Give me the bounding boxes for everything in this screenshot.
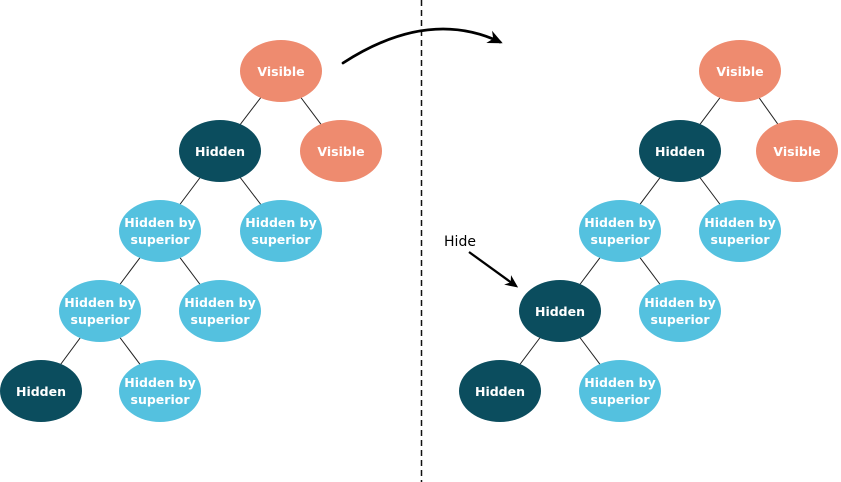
tree-node-label: Hidden by (644, 295, 715, 310)
hide-label: Hide (444, 234, 476, 250)
tree-node-label: Hidden (535, 304, 585, 319)
hide-arrow (468, 251, 519, 288)
tree-node-hidden-by-superior: Hidden by superior (240, 200, 322, 262)
tree-node-ellipse (179, 120, 261, 182)
tree-node-label: superior (71, 312, 131, 327)
tree-node-label: Hidden by (64, 295, 135, 310)
tree-node-ellipse (579, 200, 661, 262)
tree-node-ellipse (300, 120, 382, 182)
tree-node-ellipse (179, 280, 261, 342)
tree-node-label: Visible (773, 144, 820, 159)
tree-node-hidden-by-superior: Hidden by superior (119, 360, 201, 422)
tree-node-hidden-by-superior: Hidden by superior (699, 200, 781, 262)
tree-node-hidden: Hidden (179, 120, 261, 182)
tree-node-visible: Visible (756, 120, 838, 182)
tree-node-hidden: Hidden (459, 360, 541, 422)
tree-node-hidden-by-superior: Hidden by superior (119, 200, 201, 262)
tree-node-label: Hidden by (704, 215, 775, 230)
tree-node-ellipse (639, 120, 721, 182)
tree-node-label: superior (191, 312, 251, 327)
tree-node-ellipse (119, 360, 201, 422)
tree-node-ellipse (579, 360, 661, 422)
tree-node-label: Hidden by (124, 375, 195, 390)
tree-node-label: superior (131, 232, 191, 247)
tree-node-label: Visible (257, 64, 304, 79)
tree-node-hidden: Hidden (0, 360, 82, 422)
tree-node-label: Hidden by (245, 215, 316, 230)
tree-node-label: superior (591, 232, 651, 247)
tree-node-label: Hidden (655, 144, 705, 159)
tree-node-label: Hidden by (124, 215, 195, 230)
tree-node-ellipse (0, 360, 82, 422)
tree-node-ellipse (756, 120, 838, 182)
tree-node-label: Hidden (475, 384, 525, 399)
tree-node-hidden-by-superior: Hidden by superior (59, 280, 141, 342)
tree-node-visible: Visible (300, 120, 382, 182)
tree-node-ellipse (59, 280, 141, 342)
tree-node-label: superior (131, 392, 191, 407)
tree-node-hidden: Hidden (639, 120, 721, 182)
tree-node-hidden-by-superior: Hidden by superior (579, 200, 661, 262)
tree-node-label: Hidden by (584, 215, 655, 230)
tree-node-ellipse (699, 40, 781, 102)
tree-node-visible: Visible (699, 40, 781, 102)
tree-node-visible: Visible (240, 40, 322, 102)
tree-node-label: superior (591, 392, 651, 407)
tree-node-ellipse (519, 280, 601, 342)
tree-node-label: Hidden by (584, 375, 655, 390)
tree-node-label: Hidden (16, 384, 66, 399)
tree-node-ellipse (459, 360, 541, 422)
tree-node-hidden-by-superior: Hidden by superior (179, 280, 261, 342)
tree-node-hidden: Hidden (519, 280, 601, 342)
tree-node-ellipse (240, 200, 322, 262)
tree-node-ellipse (119, 200, 201, 262)
tree-node-hidden-by-superior: Hidden by superior (579, 360, 661, 422)
tree-node-ellipse (240, 40, 322, 102)
tree-node-hidden-by-superior: Hidden by superior (639, 280, 721, 342)
tree-node-label: Visible (716, 64, 763, 79)
tree-node-label: Hidden by (184, 295, 255, 310)
tree-node-label: superior (252, 232, 312, 247)
transform-arrow (341, 27, 503, 65)
tree-node-label: Visible (317, 144, 364, 159)
tree-node-label: superior (711, 232, 771, 247)
tree-node-label: superior (651, 312, 711, 327)
tree-node-label: Hidden (195, 144, 245, 159)
tree-node-ellipse (639, 280, 721, 342)
tree-node-ellipse (699, 200, 781, 262)
